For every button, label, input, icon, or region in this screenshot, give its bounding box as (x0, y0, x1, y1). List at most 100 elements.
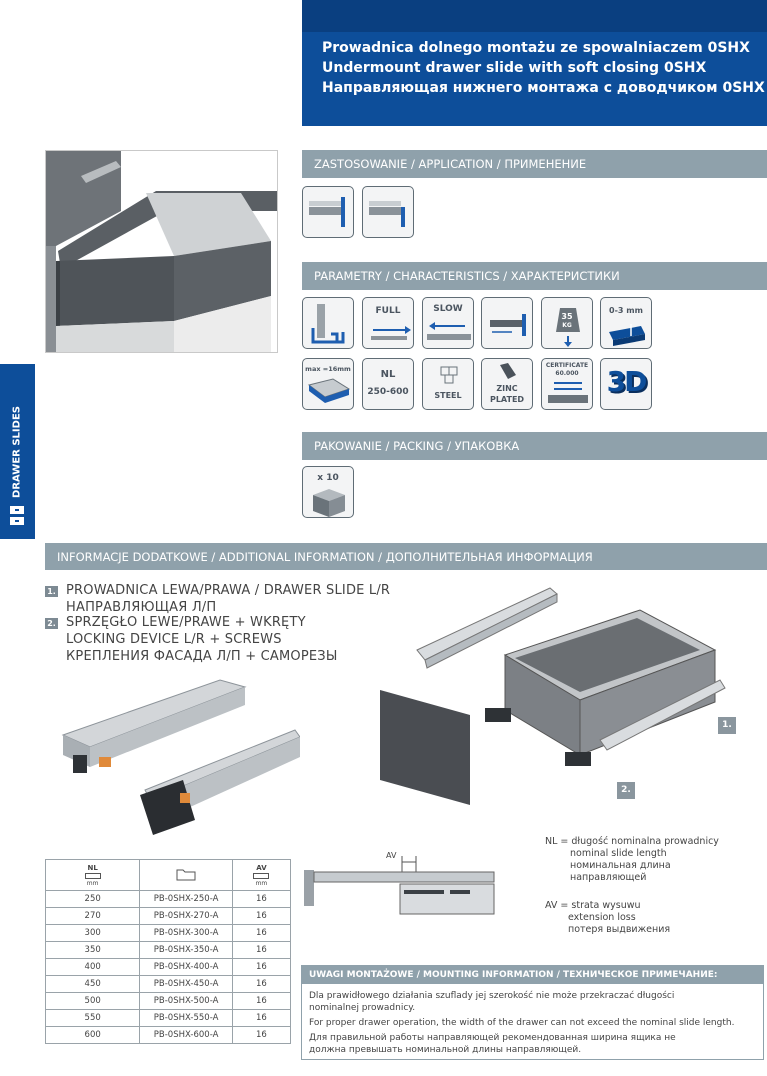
characteristics-header: PARAMETRY / CHARACTERISTICS / ХАРАКТЕРИС… (302, 262, 767, 290)
title-banner-stripe (302, 0, 767, 32)
item-1-line-1: PROWADNICA LEWA/PRAWA / DRAWER SLIDE L/R (66, 583, 391, 598)
packing-header: PAKOWANIE / PACKING / УПАКОВКА (302, 432, 767, 460)
nl-ruler-icon (84, 872, 101, 879)
folder-icon (176, 869, 196, 880)
callout-1: 1. (718, 717, 736, 734)
undermount-icon (302, 297, 354, 349)
table-cell-nl: 500 (44, 992, 141, 1010)
table-cell-code: PB-0SHX-500-A (139, 992, 233, 1010)
zinc-plated-icon: ZINC PLATED (481, 358, 533, 410)
legend-nl-4: направляющей (570, 872, 647, 883)
table-cell-nl: 600 (44, 1026, 141, 1044)
zinc-label: ZINC (496, 384, 518, 393)
item-2-line-3: КРЕПЛЕНИЯ ФАСАДА Л/П + САМОРЕЗЫ (66, 649, 338, 664)
gap-label: 0-3 mm (609, 306, 643, 315)
gap-icon: 0-3 mm (600, 297, 652, 349)
steel-label: STEEL (434, 391, 462, 400)
nl-label: NL (380, 369, 396, 380)
assembly-drawing (375, 580, 767, 805)
additional-info-header: INFORMACJE DODATKOWE / ADDITIONAL INFORM… (45, 543, 767, 570)
packing-quantity: x 10 (317, 473, 339, 483)
header-av-label: AV (256, 863, 267, 872)
legend-nl-3: номинальная длина (570, 860, 671, 871)
table-cell-code: PB-0SHX-450-A (139, 975, 233, 993)
table-cell-code: PB-0SHX-550-A (139, 1009, 233, 1027)
packing-box-icon: x 10 (302, 466, 354, 518)
table-cell-nl: 250 (44, 890, 141, 908)
slide-profile-icon (481, 297, 533, 349)
title-banner: Prowadnica dolnego montażu ze spowalniac… (302, 0, 767, 126)
table-cell-nl: 300 (44, 924, 141, 942)
title-russian: Направляющая нижнего монтажа с доводчико… (322, 80, 765, 96)
legend-av-2: extension loss (568, 912, 636, 923)
table-cell-av: 16 (231, 907, 292, 925)
table-cell-av: 16 (231, 1026, 292, 1044)
load-unit: KG (562, 322, 572, 329)
3d-label: 3D (606, 365, 648, 398)
table-cell-nl: 550 (44, 1009, 141, 1027)
table-cell-code: PB-0SHX-270-A (139, 907, 233, 925)
table-cell-nl: 270 (44, 907, 141, 925)
av-diagram: AV (300, 850, 500, 920)
table-cell-av: 16 (231, 975, 292, 993)
mounting-line-2: nominalnej prowadnicy. (309, 1003, 416, 1013)
mounting-info-box: UWAGI MONTAŻOWE / MOUNTING INFORMATION /… (301, 965, 764, 1060)
drawer-illustration (46, 151, 277, 352)
table-cell-nl: 350 (44, 941, 141, 959)
item-number-2: 2. (45, 618, 58, 629)
table-cell-av: 16 (231, 941, 292, 959)
soft-close-icon: SLOW (422, 297, 474, 349)
table-cell-code: PB-0SHX-600-A (139, 1026, 233, 1044)
table-cell-av: 16 (231, 992, 292, 1010)
item-2-line-1: SPRZĘGŁO LEWE/PRAWE + WKRĘTY (66, 615, 306, 630)
certificate-cycles: 60.000 (555, 370, 579, 377)
drawer-icon (10, 506, 24, 525)
3d-model-icon: 3D (600, 358, 652, 410)
full-extension-icon: FULL (362, 297, 414, 349)
mounting-line-5: должна превышать номинальной длины напра… (309, 1045, 582, 1055)
header-av: AV mm (231, 859, 292, 891)
nl-range: 250-600 (367, 387, 409, 397)
table-cell-av: 16 (231, 890, 292, 908)
legend-nl-1: NL = długość nominalna prowadnicy (545, 836, 719, 847)
item-2-line-2: LOCKING DEVICE L/R + SCREWS (66, 632, 282, 647)
mounting-line-4: Для правильной работы направляющей реком… (309, 1033, 676, 1043)
mounting-line-1: Dla prawidłowego działania szuflady jej … (309, 991, 675, 1001)
steel-icon: STEEL (422, 358, 474, 410)
slow-label: SLOW (433, 304, 463, 314)
table-cell-code: PB-0SHX-250-A (139, 890, 233, 908)
header-nl: NL mm (44, 859, 141, 891)
table-cell-nl: 400 (44, 958, 141, 976)
certificate-label: CERTIFICATE (545, 362, 589, 369)
table-cell-code: PB-0SHX-400-A (139, 958, 233, 976)
header-nl-label: NL (87, 863, 98, 872)
legend-nl-2: nominal slide length (570, 848, 667, 859)
table-cell-av: 16 (231, 958, 292, 976)
load-value: 35 (561, 312, 573, 321)
application-icon-right (362, 186, 414, 238)
load-capacity-icon: 35 KG (541, 297, 593, 349)
plated-label: PLATED (489, 395, 525, 404)
item-1-line-2: НАПРАВЛЯЮЩАЯ Л/П (66, 600, 217, 615)
nominal-length-icon: NL 250-600 (362, 358, 414, 410)
side-tab-label: DRAWER SLIDES (11, 406, 23, 498)
table-cell-av: 16 (231, 1009, 292, 1027)
title-english: Undermount drawer slide with soft closin… (322, 60, 707, 76)
table-cell-nl: 450 (44, 975, 141, 993)
side-category-tab: DRAWER SLIDES (0, 364, 35, 539)
max-thickness-label: max =16mm (305, 365, 351, 373)
mounting-line-3: For proper drawer operation, the width o… (309, 1018, 735, 1028)
mounting-header: UWAGI MONTAŻOWE / MOUNTING INFORMATION /… (302, 966, 763, 984)
header-code (139, 859, 233, 891)
